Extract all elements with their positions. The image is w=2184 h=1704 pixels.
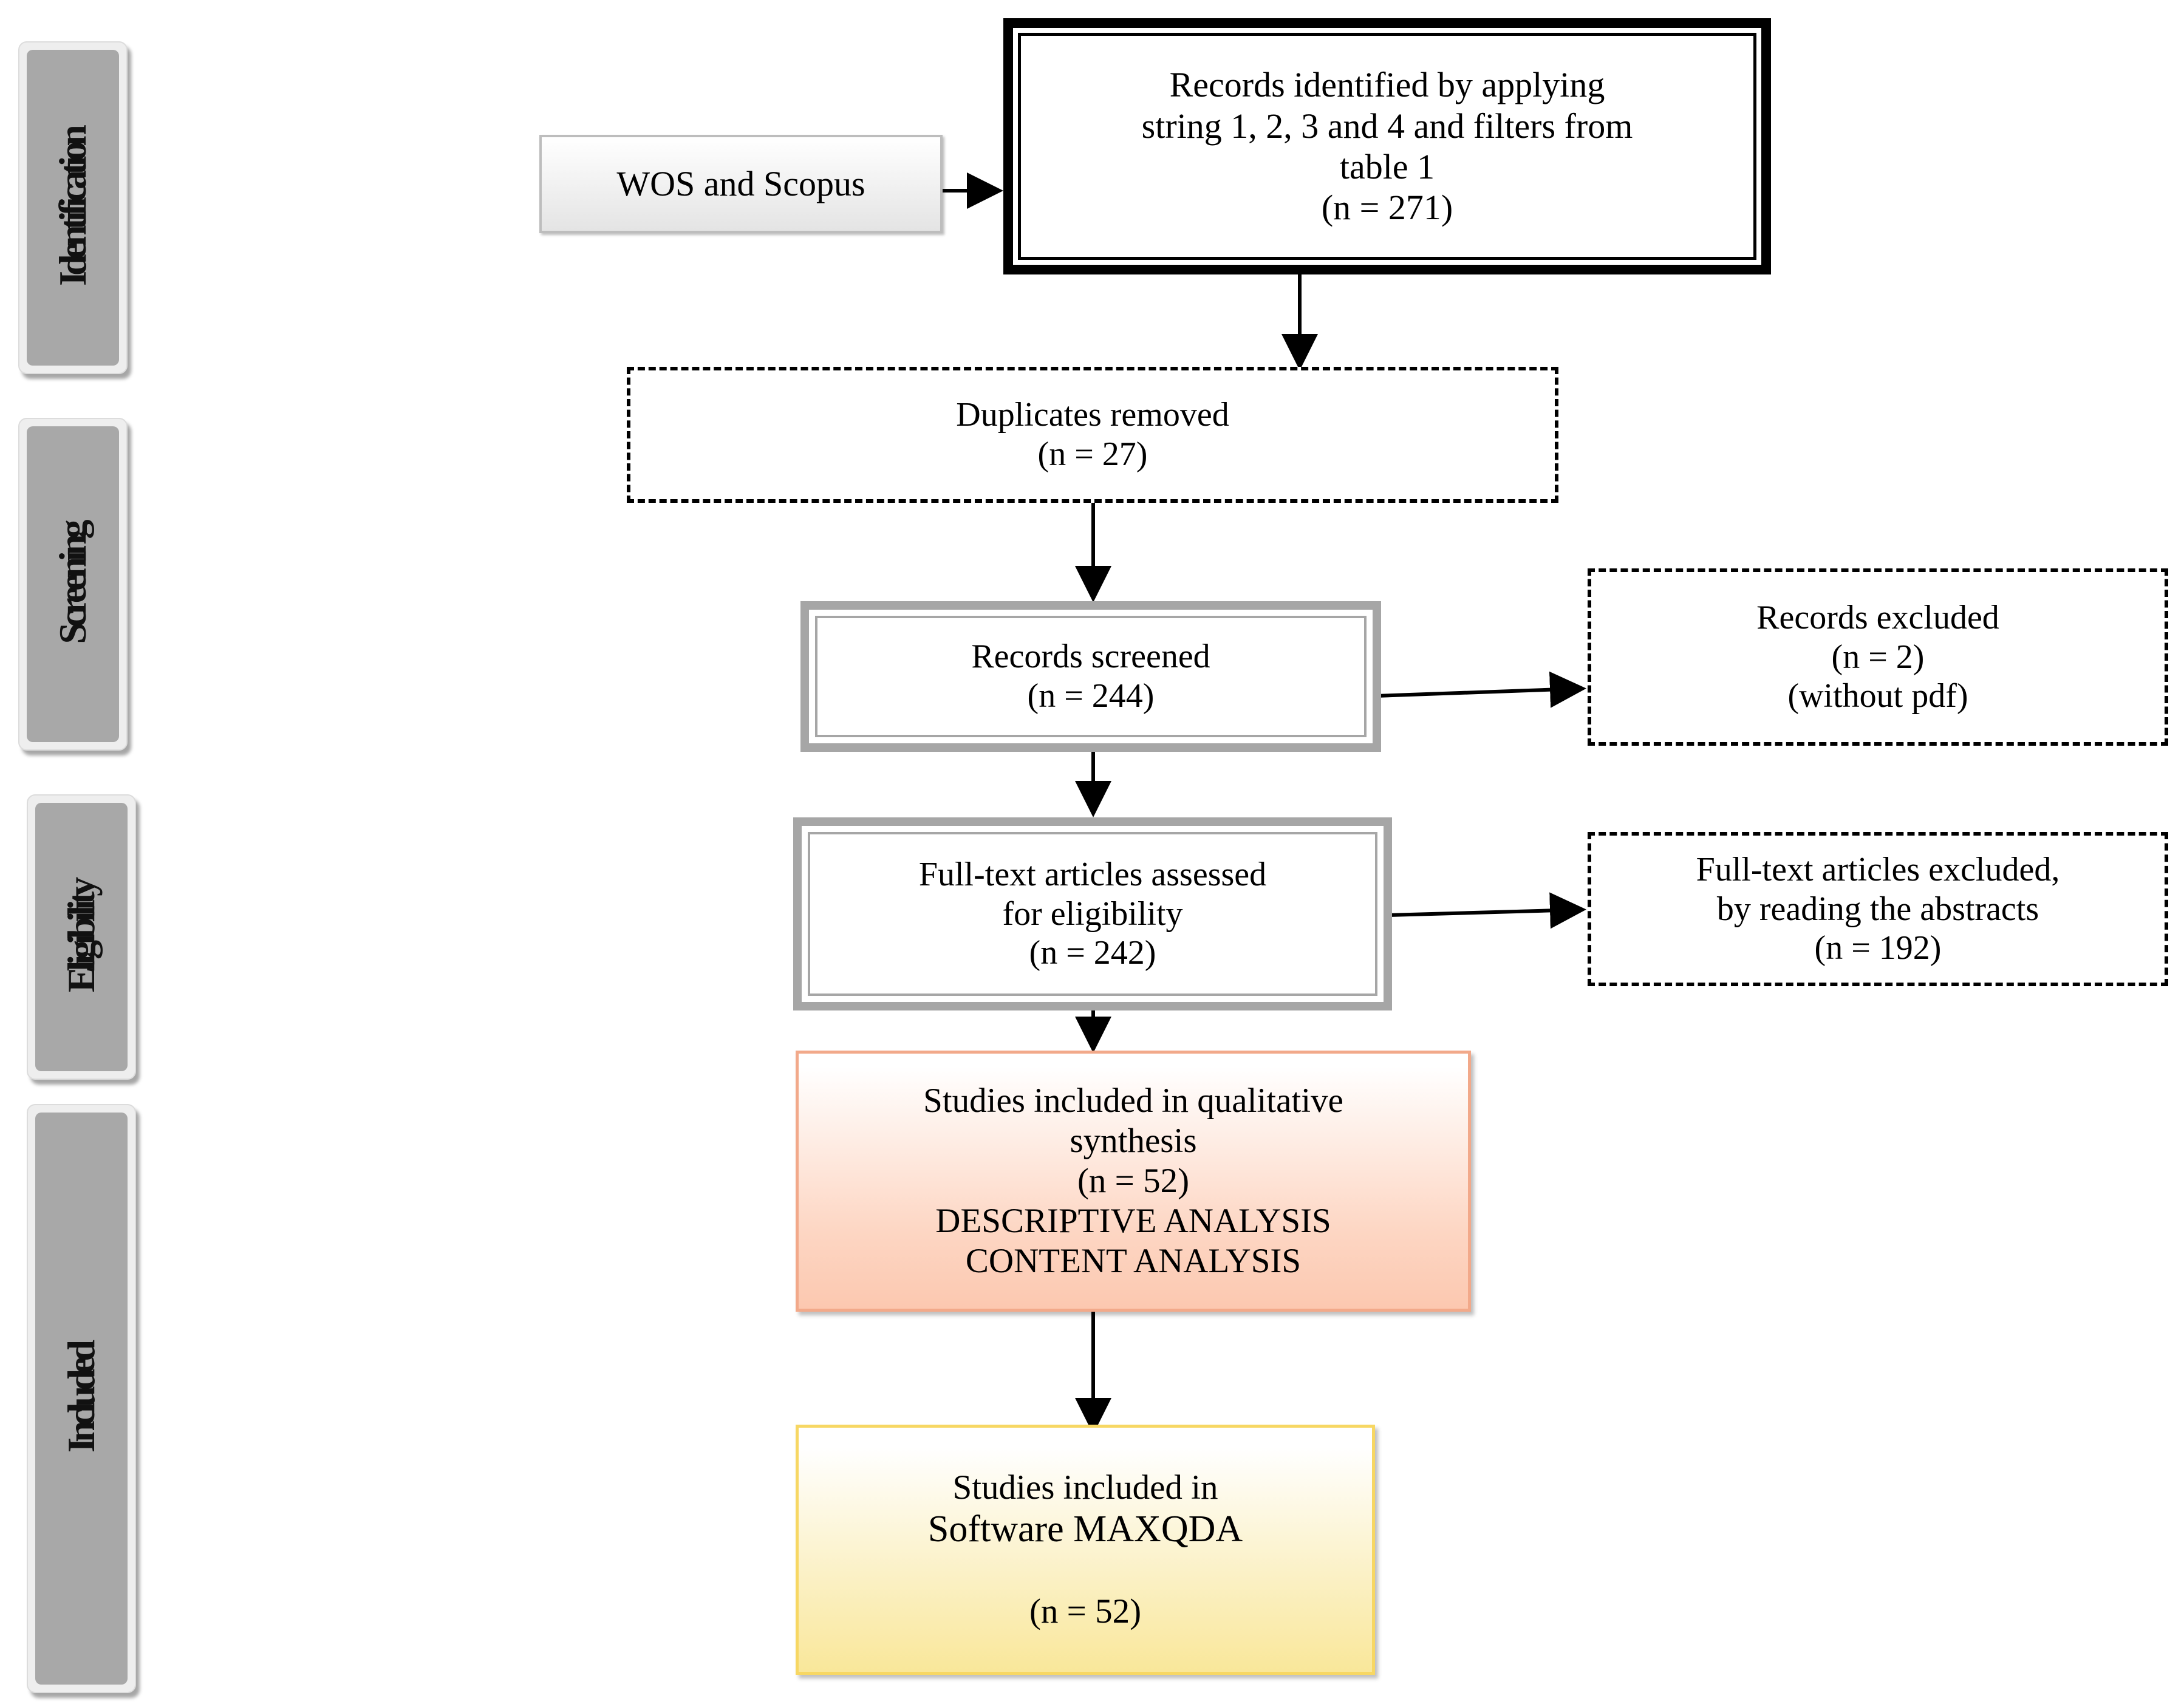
stage-tab-screening: Screening bbox=[18, 418, 128, 751]
excluded-reason: (without pdf) bbox=[1787, 677, 1968, 715]
qualitative-analysis-1: DESCRIPTIVE ANALYSIS bbox=[935, 1202, 1331, 1241]
stage-tab-included: Included bbox=[27, 1104, 136, 1693]
wos-scopus-label: WOS and Scopus bbox=[616, 164, 865, 204]
arrow-screened-to-excluded bbox=[1375, 671, 1586, 708]
fulltext-line-1: Full-text articles assessed bbox=[918, 855, 1267, 893]
stage-tab-identification: Identification bbox=[18, 41, 128, 374]
fulltext-excluded-box: Full-text articles excluded, by reading … bbox=[1588, 832, 2168, 986]
duplicates-label: Duplicates removed bbox=[956, 396, 1229, 434]
fulltext-excluded-line-1: Full-text articles excluded, bbox=[1696, 850, 2060, 888]
fulltext-excluded-count: (n = 192) bbox=[1814, 929, 1942, 967]
duplicates-removed-box: Duplicates removed (n = 27) bbox=[627, 367, 1558, 503]
records-identified-box: Records identified by applying string 1,… bbox=[1003, 18, 1771, 274]
maxqda-line-1: Studies included in bbox=[952, 1468, 1218, 1507]
excluded-label: Records excluded bbox=[1756, 598, 1999, 636]
maxqda-count: (n = 52) bbox=[1029, 1592, 1142, 1631]
fulltext-count: (n = 242) bbox=[1029, 934, 1156, 972]
screened-count: (n = 244) bbox=[1027, 677, 1155, 715]
excluded-count: (n = 2) bbox=[1831, 638, 1925, 676]
qualitative-analysis-2: CONTENT ANALYSIS bbox=[965, 1242, 1302, 1281]
qualitative-count: (n = 52) bbox=[1077, 1161, 1190, 1200]
identified-line-2: string 1, 2, 3 and 4 and filters from bbox=[1141, 106, 1633, 146]
maxqda-box: Studies included in Software MAXQDA (n =… bbox=[796, 1425, 1375, 1675]
qualitative-line-1: Studies included in qualitative bbox=[923, 1081, 1343, 1120]
records-screened-box: Records screened (n = 244) bbox=[800, 601, 1381, 752]
fulltext-assessed-box: Full-text articles assessed for eligibil… bbox=[793, 817, 1392, 1010]
duplicates-count: (n = 27) bbox=[1037, 435, 1148, 473]
screened-label: Records screened bbox=[971, 638, 1210, 676]
qualitative-synthesis-box: Studies included in qualitative synthesi… bbox=[796, 1051, 1471, 1312]
fulltext-excluded-line-2: by reading the abstracts bbox=[1716, 890, 2039, 928]
identified-line-1: Records identified by applying bbox=[1169, 65, 1605, 105]
stage-tab-eligibility: Eligibility bbox=[27, 794, 136, 1080]
identified-count: (n = 271) bbox=[1321, 188, 1453, 228]
qualitative-line-2: synthesis bbox=[1070, 1121, 1197, 1160]
identified-line-3: table 1 bbox=[1339, 147, 1435, 186]
arrow-fulltext-to-excluded bbox=[1388, 892, 1586, 929]
wos-scopus-box: WOS and Scopus bbox=[539, 135, 943, 233]
maxqda-line-2: Software MAXQDA bbox=[927, 1508, 1243, 1550]
records-excluded-box: Records excluded (n = 2) (without pdf) bbox=[1588, 568, 2168, 746]
fulltext-line-2: for eligibility bbox=[1002, 895, 1183, 933]
